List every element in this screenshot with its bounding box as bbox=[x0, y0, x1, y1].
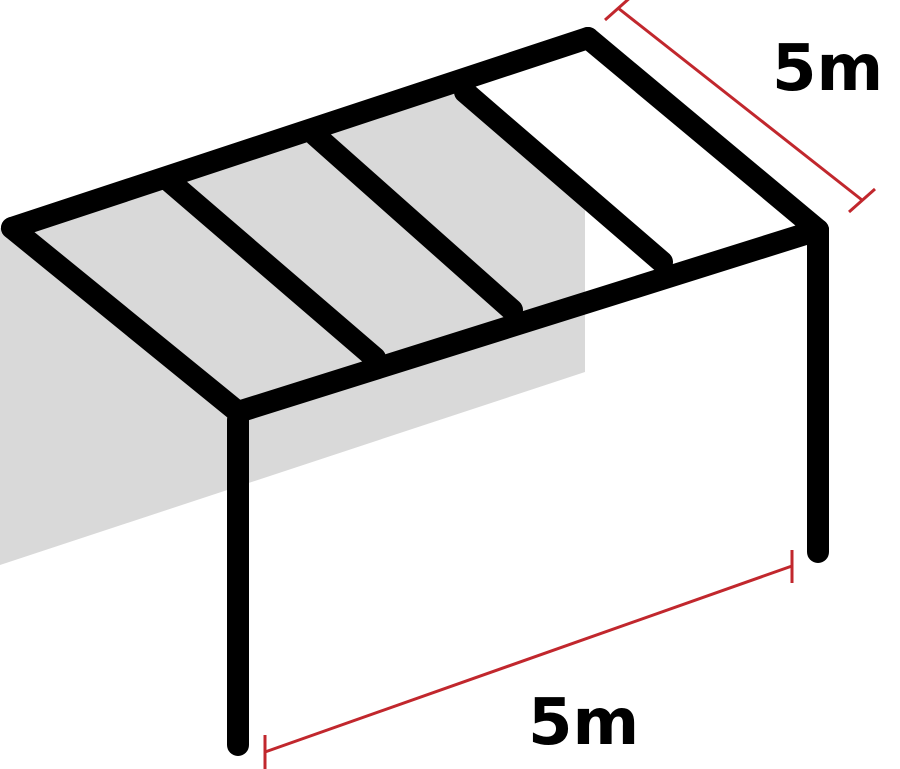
right-side-beam bbox=[577, 27, 829, 241]
depth-dimension bbox=[604, 0, 876, 214]
width-label: 5m bbox=[528, 686, 639, 760]
width-dimension bbox=[263, 550, 794, 769]
wall-shading bbox=[0, 55, 585, 565]
pergola-frame bbox=[1, 27, 829, 756]
width-dimension-line bbox=[264, 564, 793, 754]
roof-open-bay-lower bbox=[585, 55, 818, 265]
front-beam bbox=[227, 219, 829, 423]
rafter-2 bbox=[304, 124, 523, 321]
rafter-1 bbox=[157, 169, 386, 369]
left-side-beam bbox=[1, 217, 249, 423]
depth-dimension-tick-start bbox=[604, 0, 630, 22]
back-beam bbox=[1, 27, 599, 239]
depth-label: 5m bbox=[772, 32, 883, 106]
depth-dimension-line bbox=[617, 6, 863, 202]
depth-dimension-tick-end bbox=[848, 187, 876, 214]
rafter-3 bbox=[454, 81, 673, 273]
